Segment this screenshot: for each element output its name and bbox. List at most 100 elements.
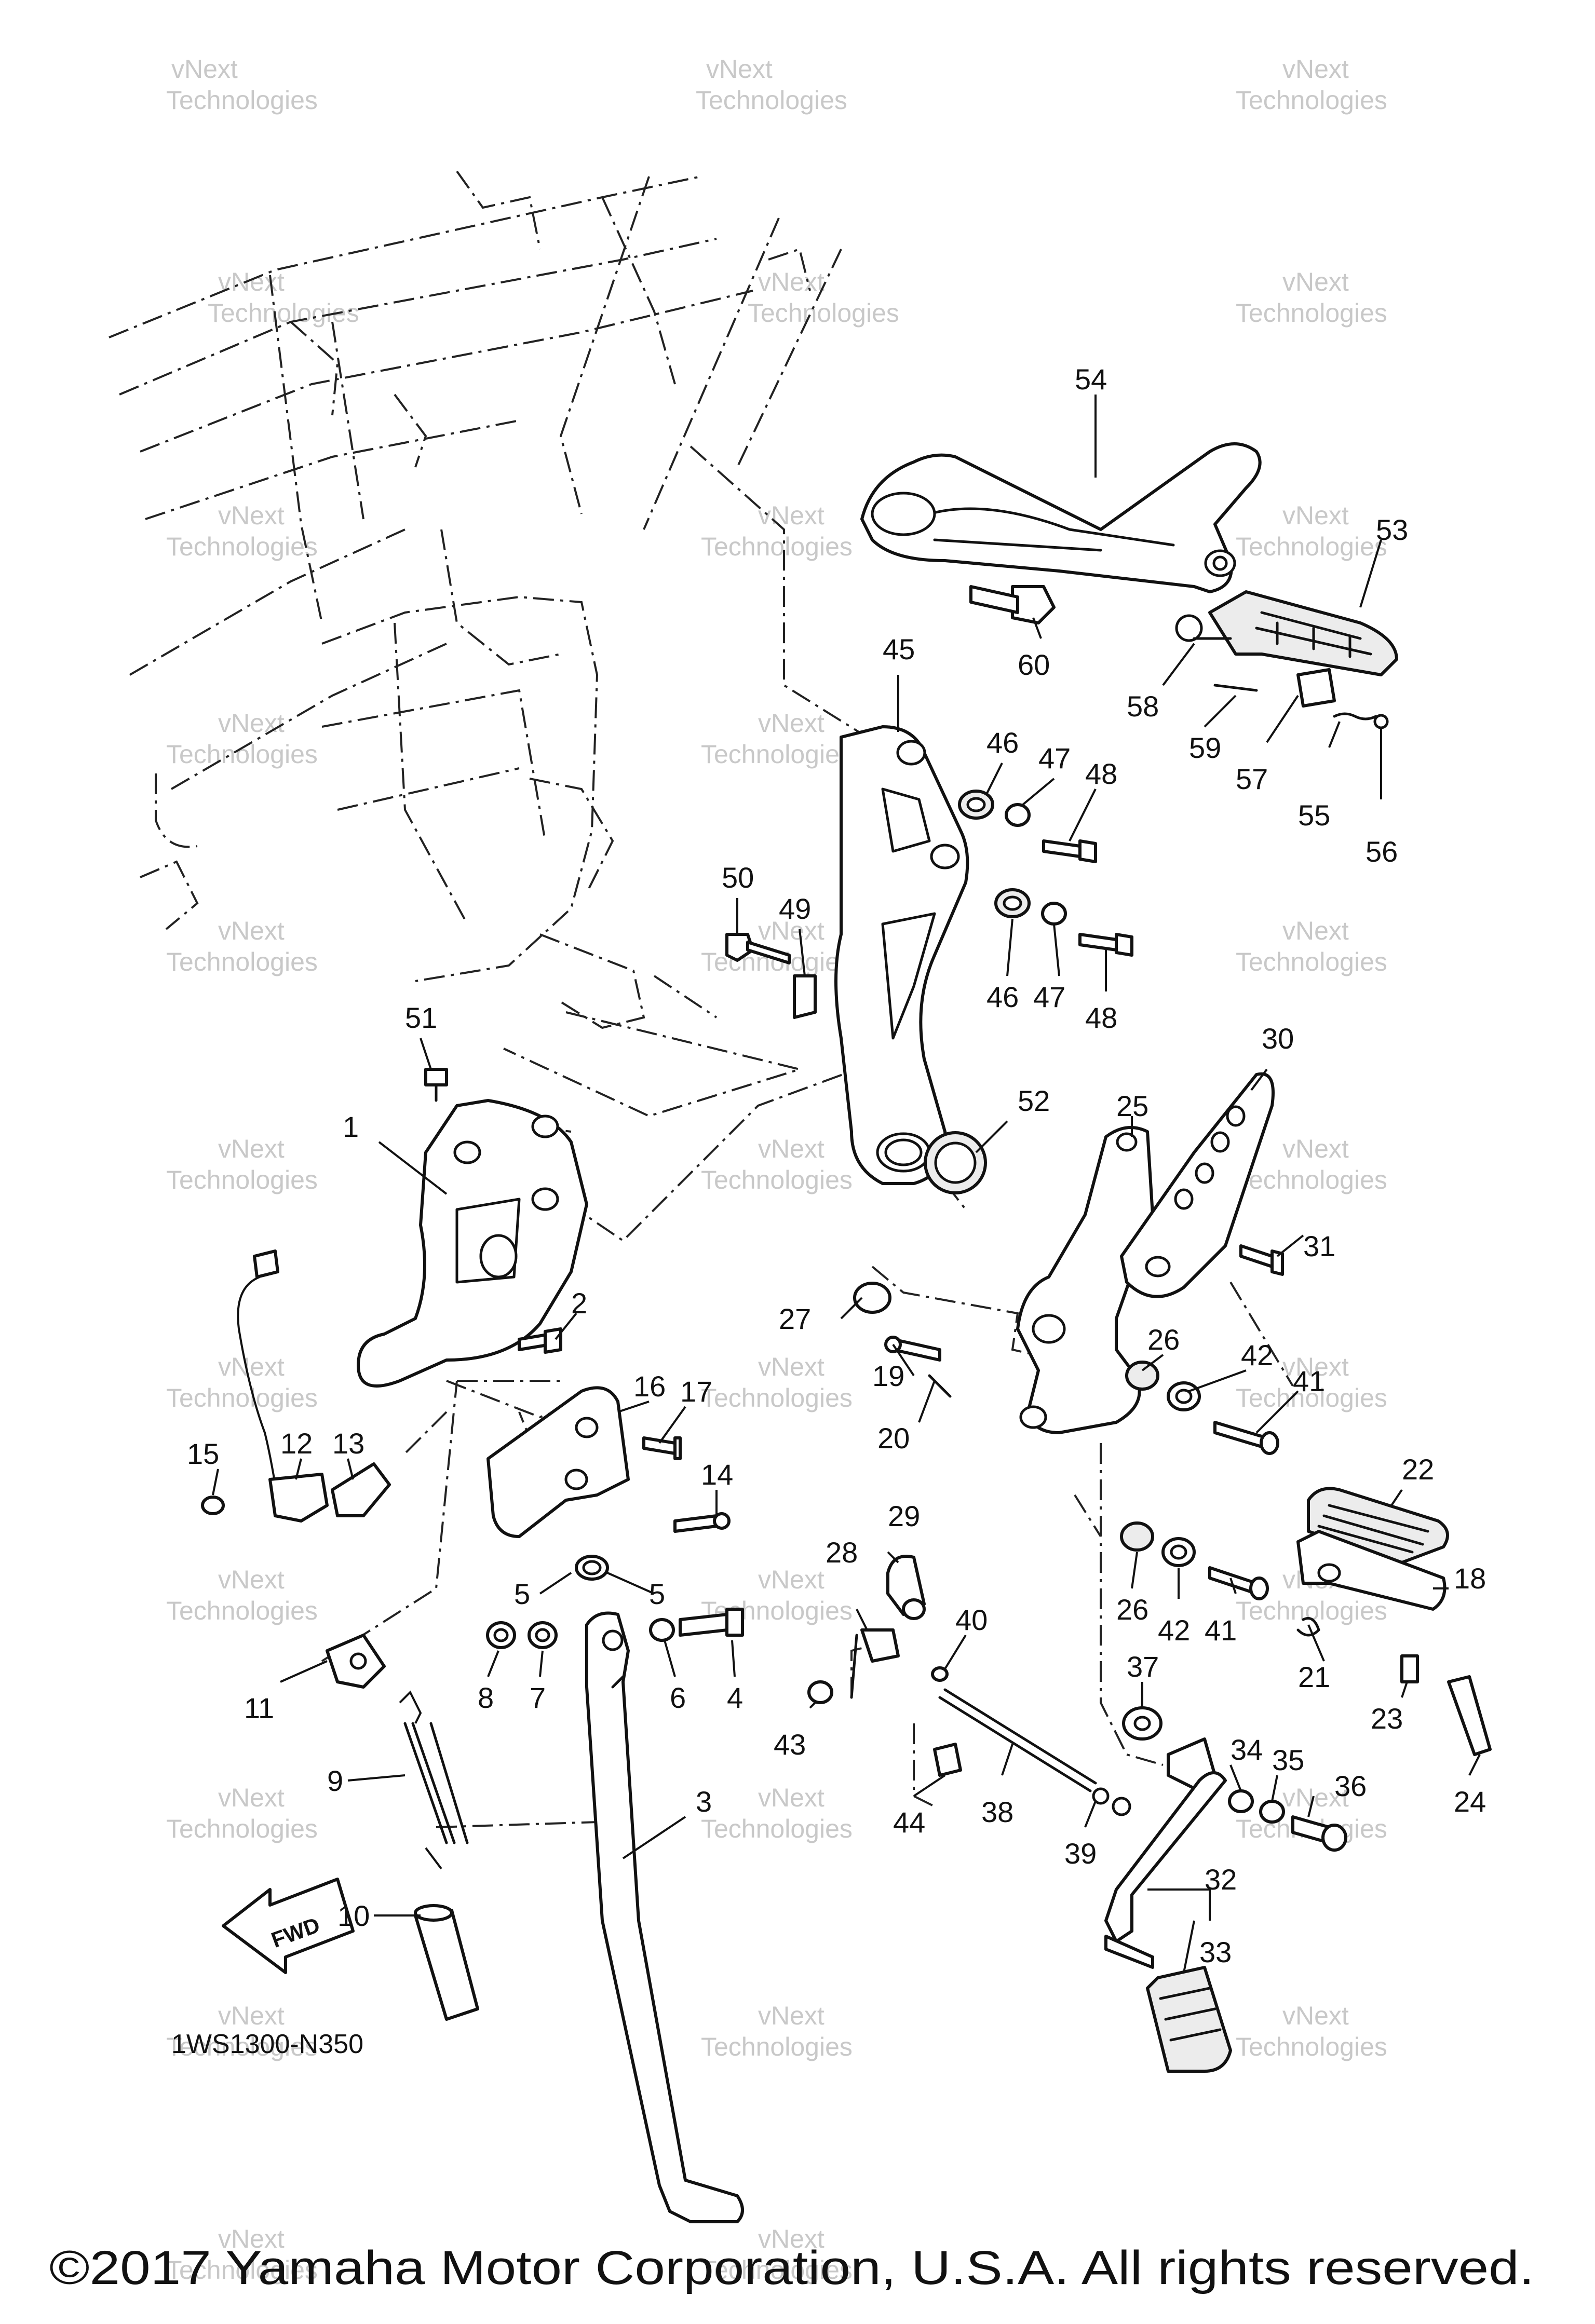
svg-text:Technologies: Technologies (701, 2255, 853, 2285)
svg-text:vNext: vNext (758, 1565, 824, 1594)
heel-guard (1120, 1072, 1275, 1298)
callout-49: 49 (779, 892, 811, 925)
svg-text:vNext: vNext (758, 1134, 824, 1163)
shift-rod (938, 1688, 1131, 1816)
svg-text:vNext: vNext (758, 2224, 824, 2253)
svg-text:vNext: vNext (758, 916, 824, 945)
svg-text:vNext: vNext (1282, 501, 1349, 530)
callout-36: 36 (1334, 1770, 1367, 1802)
svg-text:Technologies: Technologies (166, 947, 318, 976)
plug-27 (853, 1282, 891, 1314)
front-bracket (357, 1099, 588, 1388)
svg-text:Technologies: Technologies (1236, 1383, 1387, 1412)
callout-47: 47 (1038, 742, 1071, 774)
svg-text:Technologies: Technologies (701, 1165, 853, 1194)
svg-text:Technologies: Technologies (1236, 1596, 1387, 1625)
svg-text:vNext: vNext (218, 1352, 285, 1381)
callout-23: 23 (1371, 1702, 1403, 1735)
svg-text:Technologies: Technologies (701, 740, 853, 769)
svg-text:vNext: vNext (758, 501, 824, 530)
svg-text:vNext: vNext (218, 916, 285, 945)
bolt-36 (1291, 1815, 1347, 1852)
front-footrest-bracket (1016, 1126, 1154, 1434)
washer-35 (1259, 1800, 1285, 1824)
callout-19: 19 (872, 1360, 904, 1392)
callout-45: 45 (883, 633, 915, 665)
bolt-44 (933, 1743, 962, 1777)
callout-42: 42 (1241, 1339, 1273, 1371)
svg-text:Technologies: Technologies (166, 1165, 318, 1194)
svg-text:vNext: vNext (218, 501, 285, 530)
callout-15: 15 (187, 1437, 219, 1470)
callout-29: 29 (888, 1500, 920, 1532)
callout-8: 8 (478, 1681, 494, 1714)
svg-text:vNext: vNext (1282, 55, 1349, 84)
svg-text:Technologies: Technologies (696, 86, 847, 115)
svg-text:vNext: vNext (1282, 916, 1349, 945)
callout-22: 22 (1402, 1453, 1434, 1486)
svg-text:vNext: vNext (218, 2001, 285, 2030)
washer-lower (1161, 1537, 1196, 1567)
callout-55: 55 (1298, 799, 1330, 832)
bolt-23 (1400, 1654, 1419, 1683)
callout-32: 32 (1205, 1863, 1237, 1896)
callout-5: 5 (514, 1578, 530, 1610)
callout-46: 46 (986, 981, 1019, 1013)
svg-text:vNext: vNext (1282, 1352, 1349, 1381)
svg-text:vNext: vNext (218, 267, 285, 296)
svg-text:Technologies: Technologies (701, 1814, 853, 1843)
callout-25: 25 (1116, 1090, 1148, 1122)
bushing-bolt-set-upper (958, 790, 1097, 863)
svg-text:Technologies: Technologies (748, 298, 899, 328)
svg-text:Technologies: Technologies (166, 1814, 318, 1843)
bolt-upper (1213, 1421, 1279, 1455)
svg-text:Technologies: Technologies (701, 2032, 853, 2061)
bolt-31 (1239, 1244, 1284, 1276)
bolt-lower (1208, 1566, 1269, 1600)
pin-24 (1447, 1675, 1492, 1756)
callout-51: 51 (405, 1001, 437, 1034)
callout-33: 33 (1199, 1936, 1232, 1968)
callout-16: 16 (633, 1370, 666, 1403)
callout-leaders (212, 395, 1481, 1973)
collar-upper (1125, 1361, 1159, 1391)
frame-outline (109, 170, 842, 1029)
callout-26: 26 (1116, 1593, 1148, 1626)
svg-text:Technologies: Technologies (166, 532, 318, 561)
svg-text:vNext: vNext (758, 1352, 824, 1381)
svg-text:vNext: vNext (758, 267, 824, 296)
callout-6: 6 (670, 1681, 686, 1714)
pivot-hardware (486, 1555, 744, 1649)
svg-text:vNext: vNext (1282, 1783, 1349, 1812)
svg-text:Technologies: Technologies (166, 1596, 318, 1625)
svg-text:Technologies: Technologies (1236, 1165, 1387, 1194)
callout-11: 11 (244, 1692, 274, 1724)
callout-43: 43 (774, 1728, 806, 1761)
callout-44: 44 (893, 1806, 925, 1839)
sidestand-switch (201, 1249, 391, 1523)
svg-text:vNext: vNext (218, 1783, 285, 1812)
callout-46: 46 (986, 726, 1019, 759)
callout-21: 21 (1298, 1661, 1330, 1693)
callout-47: 47 (1033, 981, 1065, 1013)
callout-3: 3 (696, 1785, 712, 1818)
callout-34: 34 (1231, 1733, 1263, 1766)
bolt-60 (969, 585, 1056, 624)
callout-30: 30 (1262, 1022, 1294, 1055)
svg-text:Technologies: Technologies (166, 740, 318, 769)
